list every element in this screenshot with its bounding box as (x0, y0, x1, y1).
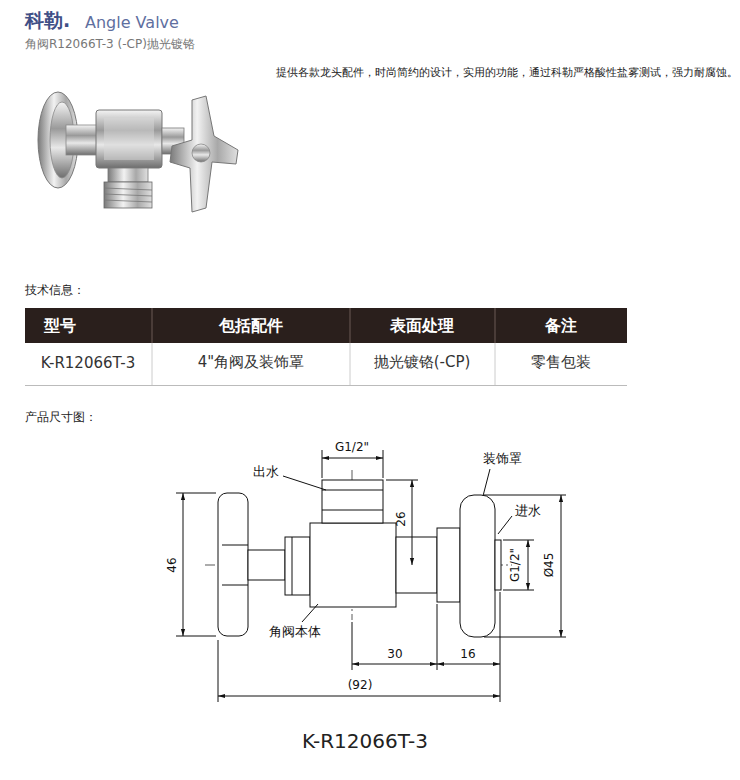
section-heading: 产品尺寸图： (25, 411, 97, 425)
dimension: G1/2" (509, 548, 523, 582)
product-type: Angle Valve (85, 14, 179, 32)
brand-name: 科勒. (25, 10, 70, 32)
table-header: 型号 (44, 317, 76, 335)
caption: K-R12066T-3 (302, 730, 428, 753)
table-cell: 4"角阀及装饰罩 (198, 354, 304, 371)
table-header: 包括配件 (219, 317, 283, 335)
dimension: 16 (460, 648, 475, 662)
description: 提供各款龙头配件，时尚简约的设计，实用的功能，通过科勒严格酸性盐雾测试，强力耐腐… (276, 66, 738, 78)
part-name: 装饰罩 (483, 452, 522, 467)
table-header: 表面处理 (390, 317, 454, 335)
table-cell: 零售包装 (531, 354, 591, 371)
dimension-drawing (176, 450, 566, 702)
spec-table (25, 308, 627, 386)
table-cell: 抛光镀铬(-CP) (374, 354, 471, 371)
dimension: (92) (348, 679, 373, 693)
section-heading: 技术信息： (25, 284, 85, 298)
table-header: 备注 (545, 317, 577, 335)
table-cell: K-R12066T-3 (41, 355, 136, 372)
part-name: 出水 (253, 465, 279, 480)
dimension: 26 (395, 511, 409, 526)
dimension: 46 (166, 557, 180, 572)
dimension: G1/2" (335, 441, 369, 455)
dimension: Ø45 (543, 553, 557, 578)
subtitle: 角阀R12066T-3 (-CP)抛光镀铬 (25, 38, 195, 52)
part-name: 进水 (515, 504, 541, 519)
dimension: 30 (387, 648, 402, 662)
part-name: 角阀本体 (269, 625, 321, 640)
product-photo (38, 92, 238, 212)
